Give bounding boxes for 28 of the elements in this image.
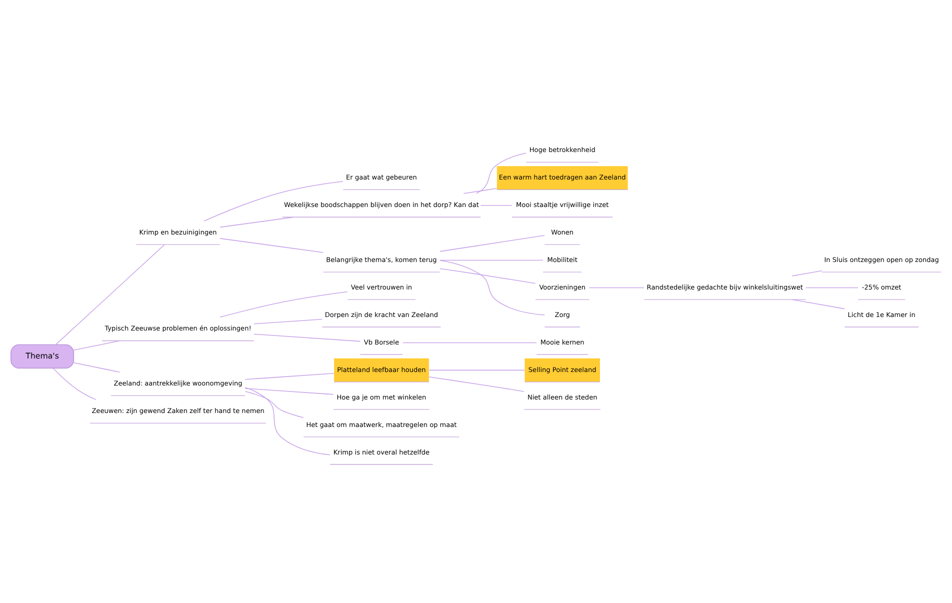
connector	[244, 388, 334, 395]
connector	[204, 180, 344, 222]
connector	[440, 235, 546, 252]
connector	[52, 368, 96, 400]
connector	[480, 204, 512, 206]
connector	[428, 376, 524, 392]
connector	[439, 260, 545, 316]
connector	[73, 340, 120, 351]
connector	[805, 287, 858, 288]
connector	[476, 152, 526, 194]
connector	[244, 391, 304, 418]
connector	[220, 238, 324, 253]
connector	[440, 268, 536, 284]
connector	[254, 334, 361, 342]
connector	[440, 260, 544, 261]
connector	[73, 362, 120, 373]
connector	[792, 299, 845, 310]
connector	[792, 270, 822, 276]
connector	[244, 387, 330, 456]
connector	[402, 342, 537, 344]
connector	[254, 318, 323, 324]
connector	[463, 188, 498, 194]
connector	[55, 244, 165, 345]
connector	[220, 291, 348, 318]
connector	[220, 216, 294, 228]
connector	[588, 287, 644, 288]
connector	[244, 372, 334, 380]
connector	[428, 370, 526, 371]
